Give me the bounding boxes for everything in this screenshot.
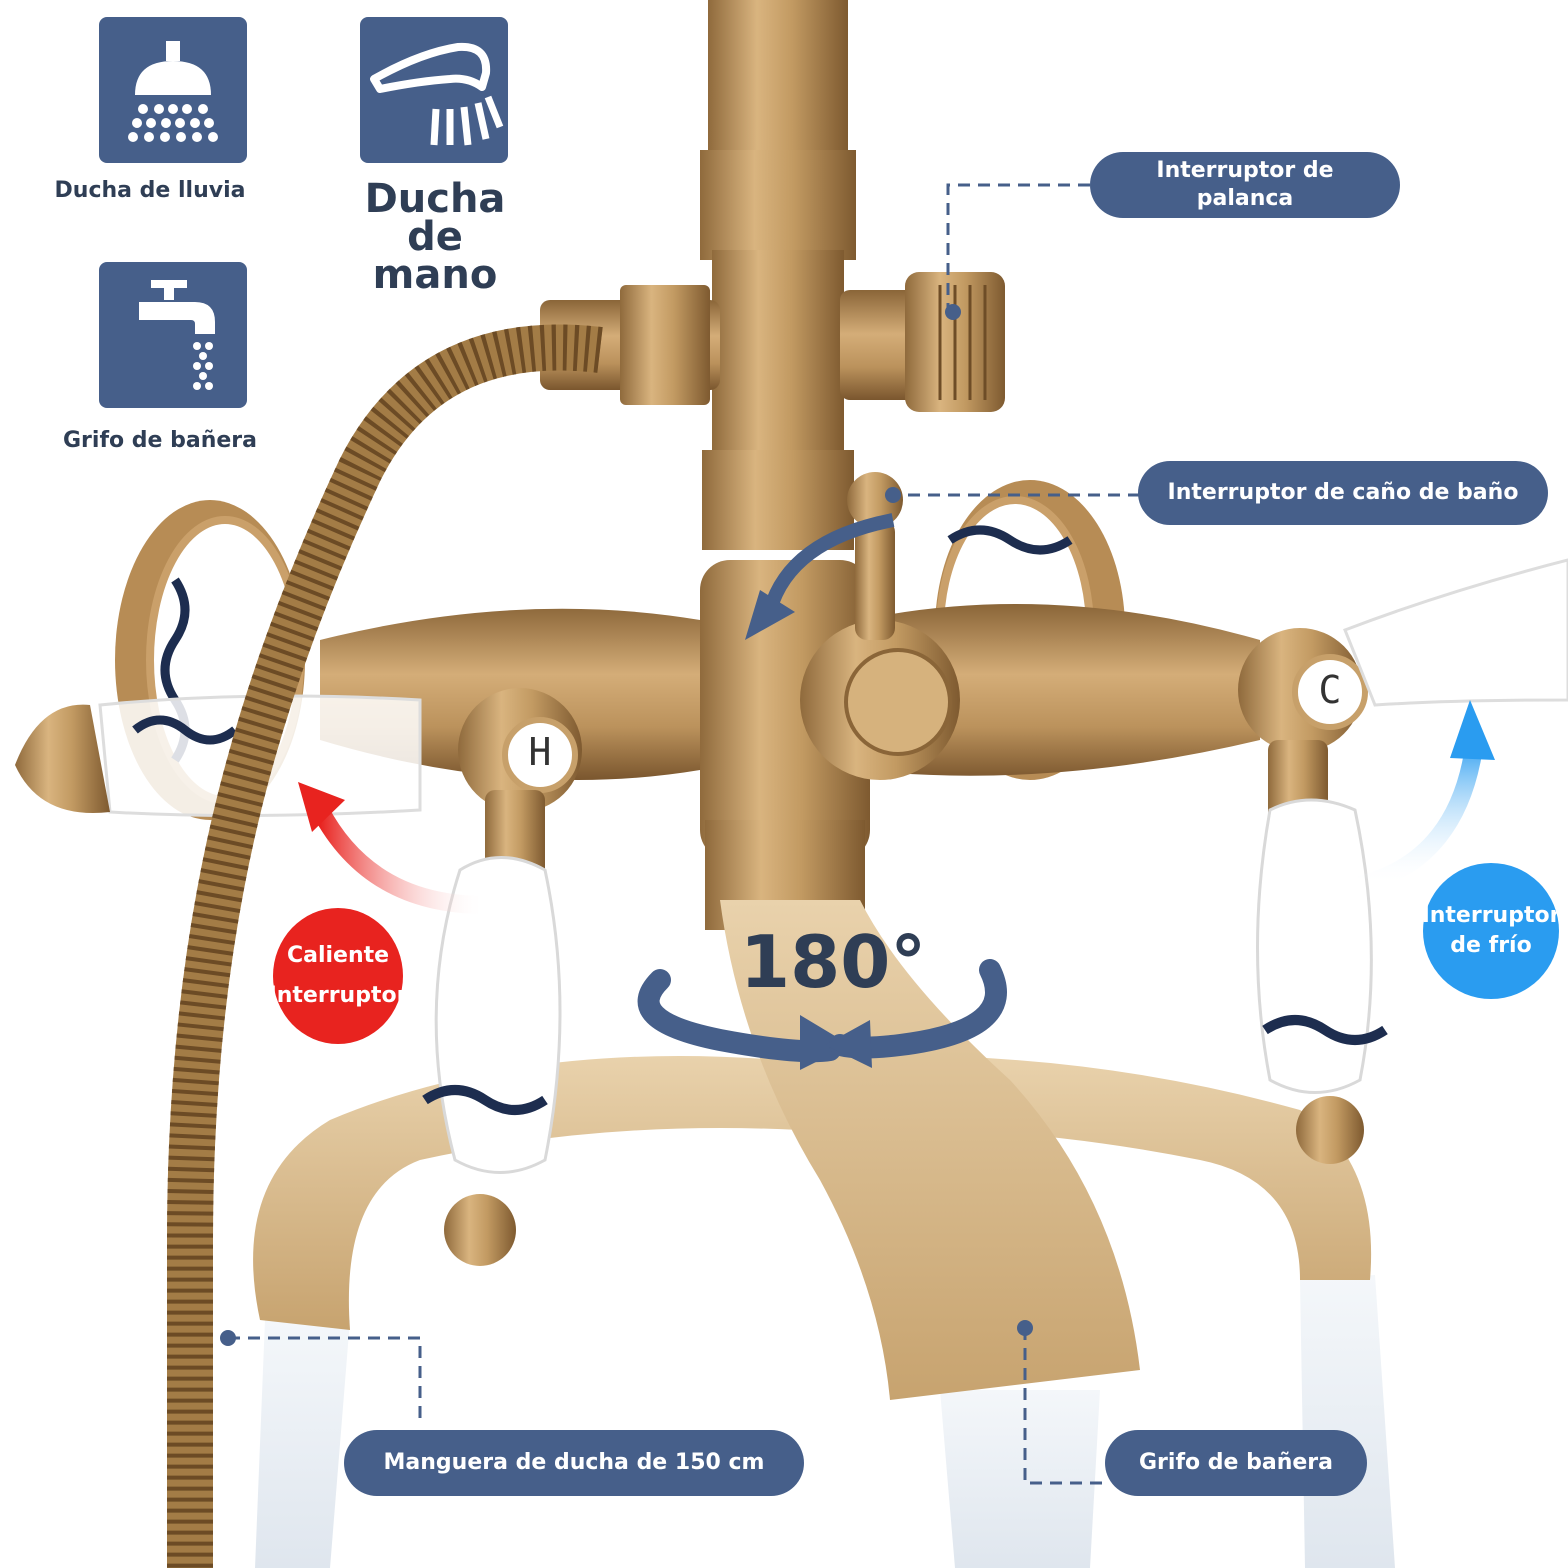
rain-shower-label: Ducha de lluvia: [54, 178, 246, 203]
hand-shower-icon: [370, 42, 504, 146]
rain-shower-tile: [99, 17, 247, 163]
tub-faucet-label: Grifo de bañera: [63, 428, 257, 453]
rotation-label: 180°: [740, 920, 927, 1004]
tub-spout-callout: Grifo de bañera: [1105, 1430, 1367, 1496]
lever-switch-line1: Interruptor de: [1156, 158, 1334, 183]
tub-faucet-tile: [99, 262, 247, 408]
spout-switch-callout: Interruptor de caño de baño: [1138, 461, 1548, 525]
cold-switch-line2: de frío: [1450, 933, 1532, 958]
hot-switch-line2: Interruptor: [268, 983, 408, 1008]
cold-handle-letter: C: [1318, 668, 1342, 712]
hand-shower-label: Ducha de mano: [335, 176, 535, 298]
hot-handle-letter: H: [528, 730, 552, 774]
hose-callout: Manguera de ducha de 150 cm: [344, 1430, 804, 1496]
cold-switch-badge: Interruptor de frío: [1421, 863, 1561, 999]
hot-switch-badge: Caliente Interruptor: [269, 908, 407, 1044]
cold-switch-line1: Interruptor: [1421, 903, 1561, 928]
hand-shower-label-line1: Ducha de: [364, 176, 506, 260]
lever-switch-line2: palanca: [1196, 186, 1294, 211]
hand-shower-tile: [360, 17, 508, 163]
lever-switch-callout: Interruptor de palanca: [1090, 152, 1400, 218]
hot-switch-line1: Caliente: [286, 943, 390, 968]
bathtub-faucet-icon: [139, 280, 215, 390]
hand-shower-label-line2: mano: [372, 252, 498, 298]
rain-shower-icon: [128, 41, 218, 142]
